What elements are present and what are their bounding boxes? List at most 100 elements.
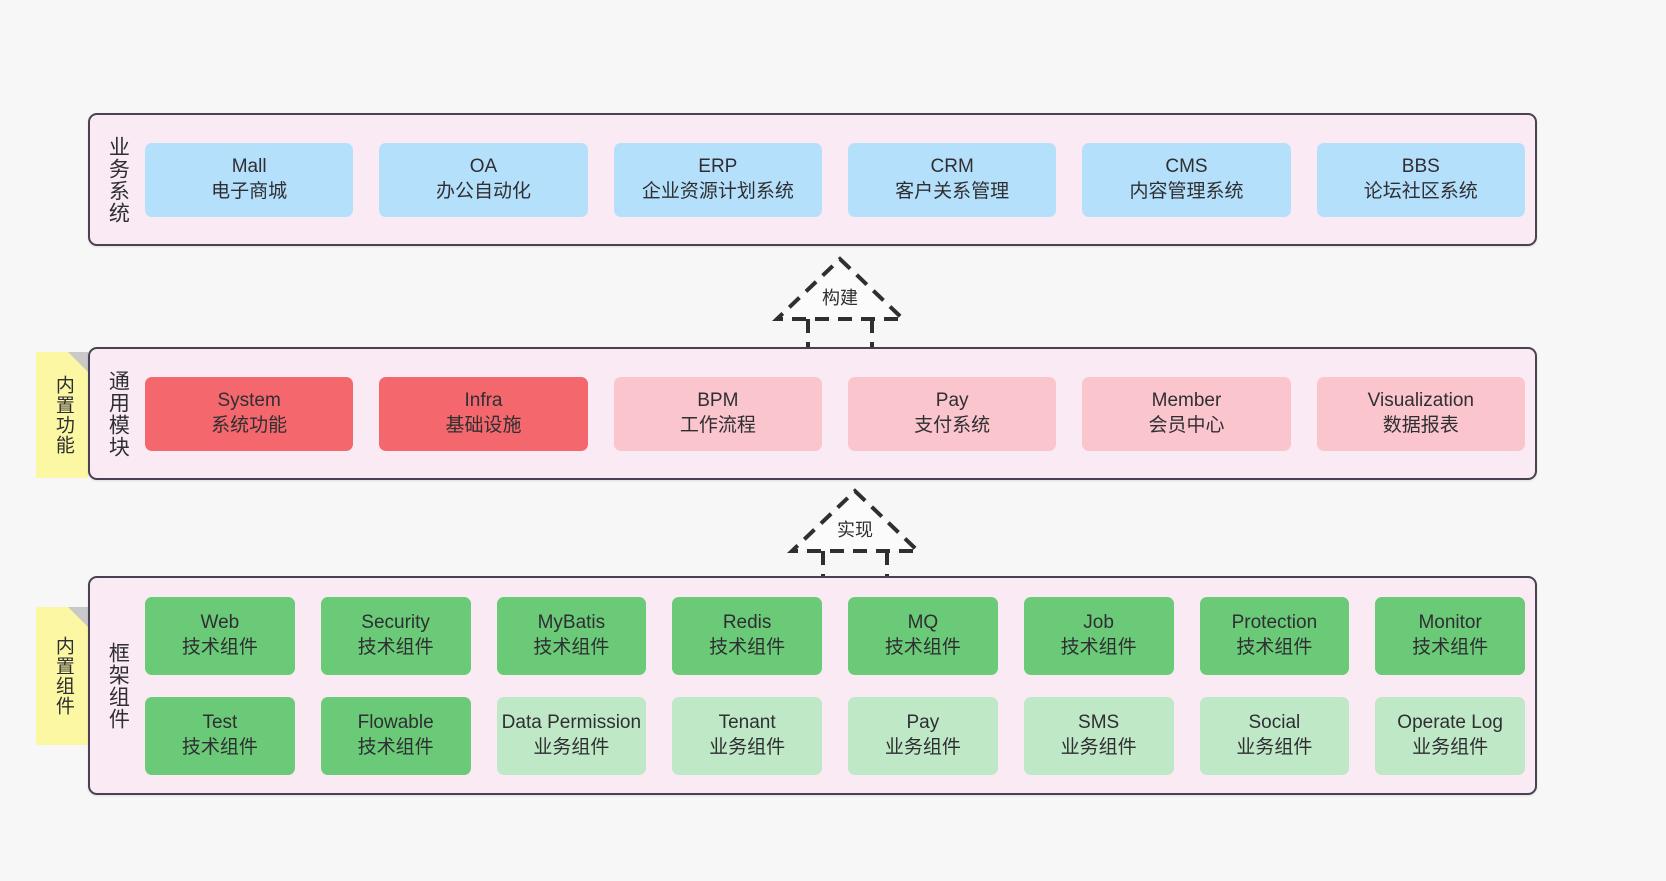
layer-framework-row-biz: Test 技术组件 Flowable 技术组件 Data Permission … (145, 696, 1525, 775)
node-crm-desc: 客户关系管理 (895, 180, 1010, 202)
node-pay-component-desc: 业务组件 (884, 736, 961, 758)
node-system[interactable]: System 系统功能 (145, 376, 354, 451)
node-sms-name: SMS (1078, 711, 1120, 733)
node-tenant-name: Tenant (718, 711, 776, 733)
node-data-permission-name: Data Permission (501, 711, 642, 733)
node-security-desc: 技术组件 (357, 636, 434, 658)
node-oa-name: OA (469, 155, 498, 177)
node-sms[interactable]: SMS 业务组件 (1023, 696, 1174, 775)
node-data-permission[interactable]: Data Permission 业务组件 (496, 696, 647, 775)
node-cms-name: CMS (1165, 155, 1208, 177)
node-web-name: Web (200, 611, 240, 633)
node-mybatis-name: MyBatis (537, 611, 606, 633)
layer-common-title: 通用模块 (106, 369, 130, 458)
layer-business-body: Mall 电子商城 OA 办公自动化 ERP 企业资源计划系统 CRM 客户关系… (145, 115, 1535, 244)
layer-framework-row-tech: Web 技术组件 Security 技术组件 MyBatis 技术组件 Redi… (145, 596, 1525, 675)
node-bpm-desc: 工作流程 (679, 414, 756, 436)
node-social-name: Social (1248, 711, 1301, 733)
node-tenant[interactable]: Tenant 业务组件 (672, 696, 822, 775)
node-mall[interactable]: Mall 电子商城 (145, 142, 354, 217)
relation-build-label: 构建 (822, 288, 858, 308)
node-test-name: Test (202, 711, 238, 733)
node-bbs-desc: 论坛社区系统 (1363, 180, 1478, 202)
node-flowable[interactable]: Flowable 技术组件 (320, 696, 471, 775)
node-social-desc: 业务组件 (1236, 736, 1313, 758)
node-member[interactable]: Member 会员中心 (1082, 376, 1291, 451)
node-mybatis-desc: 技术组件 (533, 636, 610, 658)
node-bbs[interactable]: BBS 论坛社区系统 (1316, 142, 1525, 217)
node-erp[interactable]: ERP 企业资源计划系统 (613, 142, 822, 217)
note-builtin-function: 内置功能 (36, 352, 88, 478)
node-security[interactable]: Security 技术组件 (320, 596, 471, 675)
node-pay-component[interactable]: Pay 业务组件 (848, 696, 998, 775)
note-builtin-component: 内置组件 (36, 607, 88, 745)
node-protection-desc: 技术组件 (1236, 636, 1313, 658)
relation-implement-arrowhead (787, 488, 923, 553)
node-job[interactable]: Job 技术组件 (1023, 596, 1174, 675)
node-pay-module-desc: 支付系统 (914, 414, 991, 436)
node-bpm-name: BPM (697, 389, 739, 411)
node-oa[interactable]: OA 办公自动化 (379, 142, 588, 217)
node-infra[interactable]: Infra 基础设施 (379, 376, 588, 451)
node-member-name: Member (1151, 389, 1222, 411)
node-erp-name: ERP (698, 155, 738, 177)
layer-common: 通用模块 System 系统功能 Infra 基础设施 BPM 工作流程 Pay… (88, 347, 1537, 480)
node-visualization-name: Visualization (1367, 389, 1474, 411)
node-protection-name: Protection (1231, 611, 1318, 633)
node-mq[interactable]: MQ 技术组件 (848, 596, 998, 675)
node-cms[interactable]: CMS 内容管理系统 (1082, 142, 1291, 217)
node-mall-name: Mall (231, 155, 267, 177)
node-bbs-name: BBS (1401, 155, 1440, 177)
layer-common-body: System 系统功能 Infra 基础设施 BPM 工作流程 Pay 支付系统… (145, 349, 1535, 478)
layer-framework-body: Web 技术组件 Security 技术组件 MyBatis 技术组件 Redi… (145, 578, 1535, 793)
node-social[interactable]: Social 业务组件 (1199, 696, 1350, 775)
layer-business-row: Mall 电子商城 OA 办公自动化 ERP 企业资源计划系统 CRM 客户关系… (145, 142, 1525, 217)
node-monitor-name: Monitor (1418, 611, 1482, 633)
node-protection[interactable]: Protection 技术组件 (1199, 596, 1350, 675)
node-job-name: Job (1083, 611, 1114, 633)
node-monitor[interactable]: Monitor 技术组件 (1375, 596, 1525, 675)
node-pay-component-name: Pay (906, 711, 940, 733)
note-fold-icon (68, 352, 88, 372)
node-mq-name: MQ (907, 611, 939, 633)
node-test[interactable]: Test 技术组件 (145, 696, 295, 775)
node-redis[interactable]: Redis 技术组件 (672, 596, 822, 675)
relation-implement-label: 实现 (837, 520, 873, 540)
node-mybatis[interactable]: MyBatis 技术组件 (496, 596, 647, 675)
node-redis-desc: 技术组件 (709, 636, 786, 658)
node-pay-module-name: Pay (935, 389, 969, 411)
node-infra-desc: 基础设施 (445, 414, 522, 436)
node-crm-name: CRM (930, 155, 974, 177)
note-fold-icon (68, 607, 88, 627)
node-mall-desc: 电子商城 (211, 180, 288, 202)
relation-build-arrowhead (772, 256, 908, 321)
layer-framework: 框架组件 Web 技术组件 Security 技术组件 MyBatis 技术组件… (88, 576, 1537, 795)
layer-common-row: System 系统功能 Infra 基础设施 BPM 工作流程 Pay 支付系统… (145, 376, 1525, 451)
node-sms-desc: 业务组件 (1060, 736, 1137, 758)
node-web-desc: 技术组件 (181, 636, 258, 658)
layer-business: 业务系统 Mall 电子商城 OA 办公自动化 ERP 企业资源计划系统 CRM… (88, 113, 1537, 246)
node-redis-name: Redis (722, 611, 772, 633)
layer-framework-title: 框架组件 (106, 641, 130, 730)
node-tenant-desc: 业务组件 (709, 736, 786, 758)
node-member-desc: 会员中心 (1148, 414, 1225, 436)
node-visualization-desc: 数据报表 (1382, 414, 1459, 436)
node-mq-desc: 技术组件 (884, 636, 961, 658)
node-security-name: Security (361, 611, 430, 633)
node-cms-desc: 内容管理系统 (1129, 180, 1244, 202)
node-job-desc: 技术组件 (1060, 636, 1137, 658)
node-test-desc: 技术组件 (181, 736, 258, 758)
node-operate-log-desc: 业务组件 (1412, 736, 1489, 758)
node-visualization[interactable]: Visualization 数据报表 (1316, 376, 1525, 451)
node-monitor-desc: 技术组件 (1412, 636, 1489, 658)
node-pay-module[interactable]: Pay 支付系统 (847, 376, 1057, 451)
layer-business-title: 业务系统 (106, 135, 130, 224)
node-crm[interactable]: CRM 客户关系管理 (847, 142, 1057, 217)
node-infra-name: Infra (464, 389, 503, 411)
node-operate-log[interactable]: Operate Log 业务组件 (1375, 696, 1525, 775)
node-bpm[interactable]: BPM 工作流程 (613, 376, 822, 451)
node-web[interactable]: Web 技术组件 (145, 596, 295, 675)
node-flowable-name: Flowable (357, 711, 434, 733)
node-erp-desc: 企业资源计划系统 (641, 180, 794, 202)
